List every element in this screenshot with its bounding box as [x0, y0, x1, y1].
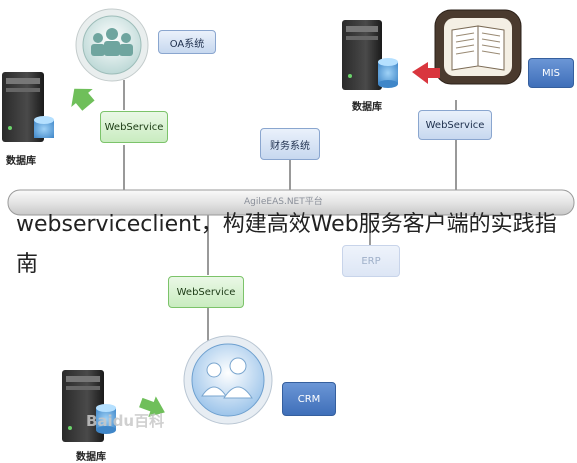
connector-lines: [123, 80, 457, 345]
erp-label: ERP: [342, 245, 400, 277]
platform-bus-label: AgileEAS.NET平台: [244, 197, 323, 207]
crm-label: CRM: [282, 382, 336, 416]
database-bottom-label: 数据库: [76, 452, 106, 463]
overlay-title: webserviceclient，构建高效Web服务客户端的实践指南: [16, 212, 557, 277]
oa-system-label: OA系统: [158, 30, 216, 54]
server-bottom-icon: [62, 370, 116, 442]
database-top-right-label: 数据库: [352, 102, 382, 113]
watermark: Baidu百科: [86, 412, 165, 430]
database-left-label: 数据库: [6, 156, 36, 167]
finance-system-label: 财务系统: [260, 128, 320, 160]
crm-users-icon: [183, 335, 273, 425]
webservice-left-label: WebService: [100, 111, 168, 143]
arrow-green-bottom: [139, 396, 165, 417]
platform-bus: [7, 189, 575, 216]
mis-book-icon: [434, 9, 522, 85]
server-left-icon: [2, 72, 54, 142]
arrow-green-left: [71, 88, 95, 111]
arrow-red-right: [412, 62, 440, 84]
server-top-right-icon: [342, 20, 398, 90]
mis-label: MIS: [528, 58, 574, 88]
oa-users-icon: [75, 8, 149, 82]
webservice-bottom-label: WebService: [168, 276, 244, 308]
webservice-right-label: WebService: [418, 110, 492, 140]
